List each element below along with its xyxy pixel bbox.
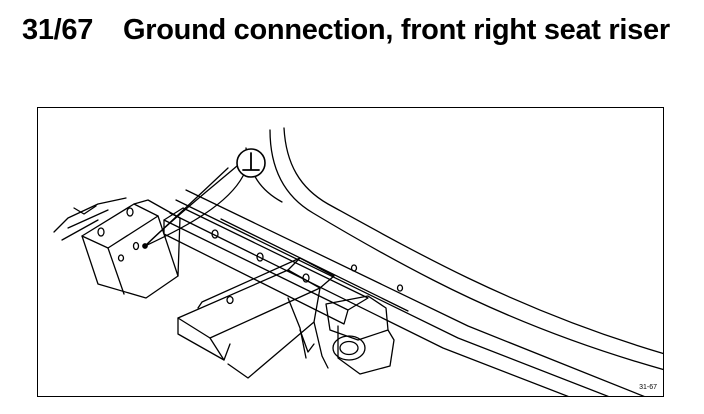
- section-number: 31/67: [22, 14, 94, 46]
- section-heading: 31/67 Ground connection, front right sea…: [22, 12, 692, 92]
- figure-reference-code: 31-67: [639, 384, 657, 391]
- floor-longitudinal: [177, 257, 335, 379]
- ground-symbol-icon: [236, 148, 266, 178]
- illustration-frame: 31-67: [37, 107, 664, 397]
- seat-riser: [53, 197, 181, 299]
- door-sill: [169, 189, 645, 396]
- callout-leader: [144, 165, 244, 247]
- section-title: Ground connection, front right seat rise…: [123, 14, 670, 46]
- seat-riser-illustration: [53, 127, 663, 396]
- mounting-bracket: [299, 295, 395, 375]
